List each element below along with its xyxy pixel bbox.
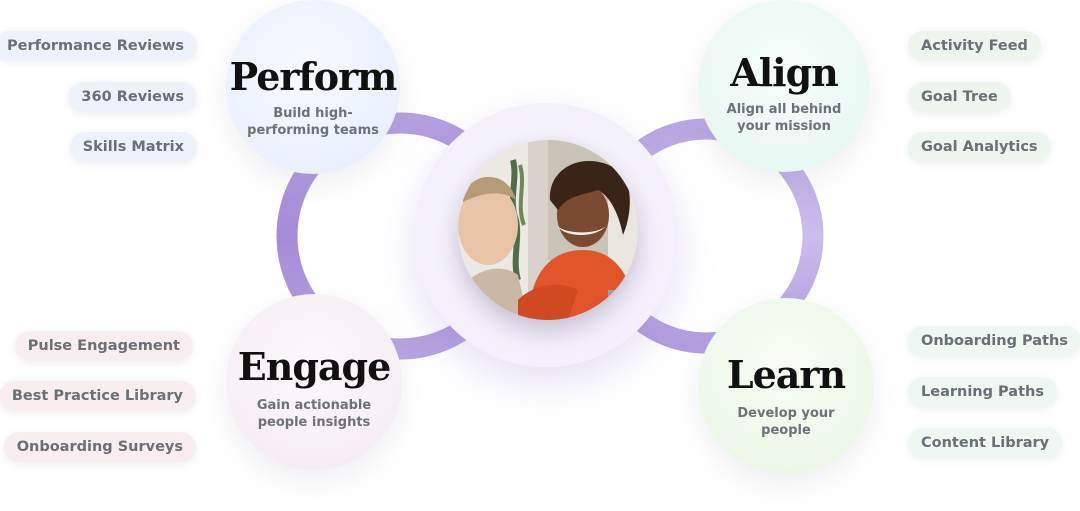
team-photo	[458, 140, 638, 320]
feature-pill-activity-feed[interactable]: Activity Feed	[908, 31, 1041, 61]
hub-align-subtitle-line1: Align all behind	[726, 102, 842, 117]
feature-pill-360-reviews[interactable]: 360 Reviews	[68, 82, 197, 112]
hub-engage-subtitle-line2: people insights	[257, 415, 371, 430]
hub-learn[interactable]: Learn Develop your people	[698, 298, 874, 474]
feature-pill-skills-matrix[interactable]: Skills Matrix	[69, 132, 197, 162]
feature-pill-content-library[interactable]: Content Library	[908, 428, 1063, 458]
hub-perform[interactable]: Perform Build high- performing teams	[226, 0, 400, 174]
feature-pill-goal-tree[interactable]: Goal Tree	[908, 82, 1011, 112]
hub-align[interactable]: Align Align all behind your mission	[698, 0, 870, 172]
hub-perform-subtitle-line1: Build high-	[273, 106, 353, 121]
feature-pill-goal-analytics[interactable]: Goal Analytics	[908, 132, 1051, 162]
hub-perform-title: Perform	[229, 54, 398, 99]
hub-perform-subtitle-line2: performing teams	[247, 123, 379, 138]
hub-learn-subtitle-line2: people	[761, 423, 811, 438]
feature-pill-onboarding-surveys[interactable]: Onboarding Surveys	[3, 432, 196, 462]
hub-align-subtitle-line2: your mission	[737, 119, 831, 134]
hub-learn-title: Learn	[726, 352, 846, 397]
hub-learn-subtitle-line1: Develop your	[737, 406, 835, 421]
hub-engage-subtitle-line1: Gain actionable	[256, 398, 372, 413]
hub-engage-title: Engage	[237, 344, 392, 389]
team-photo-illustration	[458, 140, 638, 320]
feature-pill-learning-paths[interactable]: Learning Paths	[908, 377, 1057, 407]
feature-pill-onboarding-paths[interactable]: Onboarding Paths	[908, 326, 1080, 356]
feature-pill-best-practice-library[interactable]: Best Practice Library	[0, 381, 196, 411]
hub-align-title: Align	[730, 50, 839, 95]
hub-engage[interactable]: Engage Gain actionable people insights	[226, 294, 402, 470]
feature-pill-pulse-engagement[interactable]: Pulse Engagement	[14, 331, 193, 361]
feature-pill-performance-reviews[interactable]: Performance Reviews	[0, 31, 197, 61]
